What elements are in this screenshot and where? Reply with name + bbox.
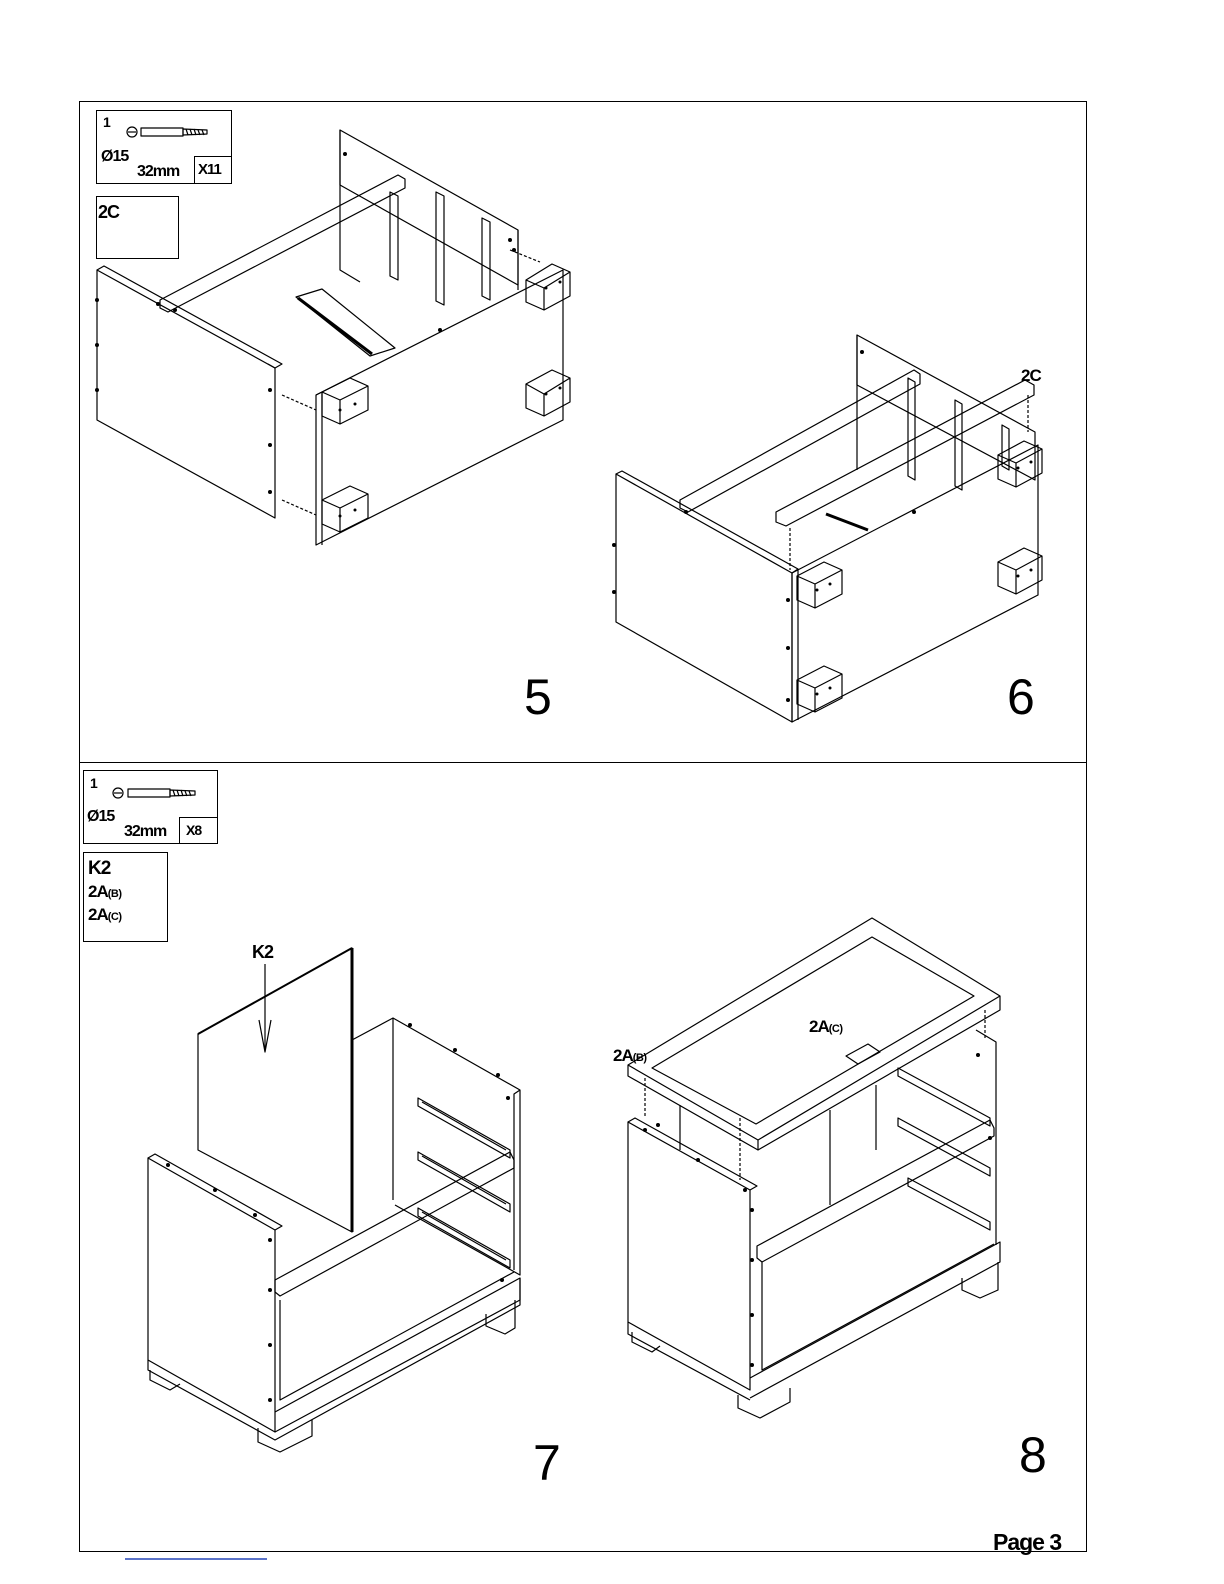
step7-illustration bbox=[148, 948, 520, 1452]
dowel-bolt-icon-upper bbox=[127, 127, 207, 137]
dowel-bolt-icon-lower bbox=[113, 788, 195, 798]
step6-illustration bbox=[612, 335, 1042, 722]
step8-illustration bbox=[628, 918, 1000, 1418]
step5-illustration bbox=[95, 130, 570, 545]
